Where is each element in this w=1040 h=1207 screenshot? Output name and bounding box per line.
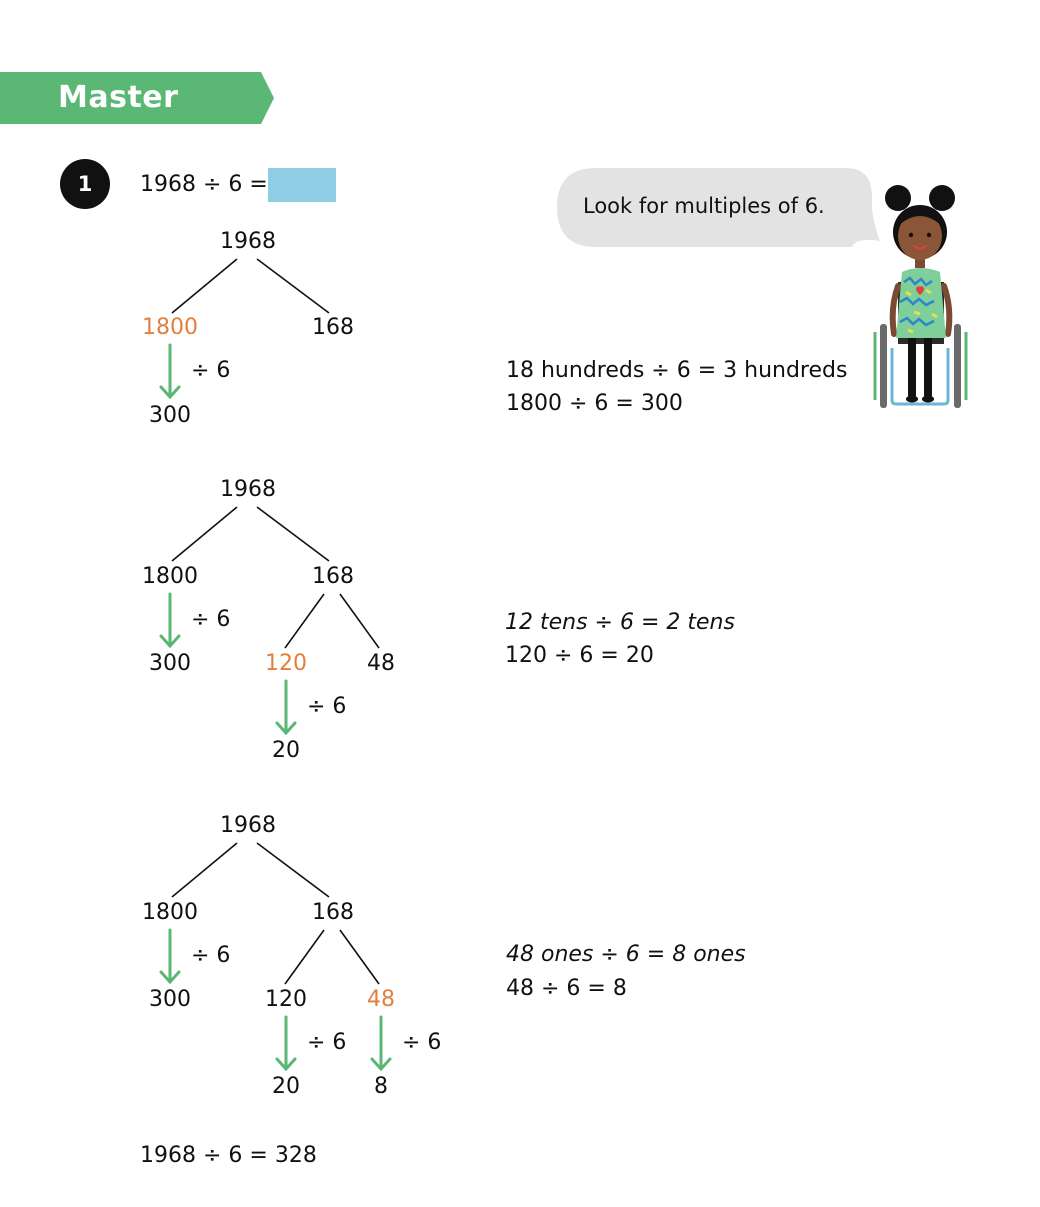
tree-right-part: 168: [312, 315, 354, 340]
question-number-badge: 1: [60, 159, 110, 209]
speech-bubble-text: Look for multiples of 6.: [583, 194, 825, 218]
tree-line: [256, 842, 330, 898]
tree-left-part: 1800: [142, 564, 198, 589]
tree-root: 1968: [220, 229, 276, 254]
divisor-label: ÷ 6: [191, 358, 231, 383]
explanation-line: 120 ÷ 6 = 20: [505, 643, 654, 668]
divisor-label: ÷ 6: [191, 607, 231, 632]
final-answer: 1968 ÷ 6 = 328: [140, 1143, 317, 1168]
tree-line: [284, 593, 325, 649]
tree-left-part: 1800: [142, 900, 198, 925]
tree-left-part: 1800: [142, 315, 198, 340]
tree-line: [171, 842, 238, 898]
division-result: 300: [149, 403, 191, 428]
tree-sub-right-part: 48: [367, 651, 395, 676]
arrowhead: [370, 1057, 392, 1072]
speech-bubble: [557, 168, 880, 247]
divisor-label: ÷ 6: [307, 1030, 347, 1055]
tree-line: [256, 258, 330, 314]
arrowhead: [159, 970, 181, 985]
explanation-line: 12 tens ÷ 6 = 2 tens: [505, 610, 735, 635]
character-illustration: [873, 185, 968, 408]
arrowhead: [159, 385, 181, 400]
question-prompt: 1968 ÷ 6 =: [140, 172, 268, 197]
divisor-label: ÷ 6: [307, 694, 347, 719]
tree-root: 1968: [220, 477, 276, 502]
tree-sub-right-part: 48: [367, 987, 395, 1012]
tree-right-part: 168: [312, 564, 354, 589]
section-banner: Master: [0, 72, 274, 124]
division-result: 20: [272, 738, 300, 763]
explanation-line: 1800 ÷ 6 = 300: [506, 391, 683, 416]
tree-line: [256, 506, 330, 562]
tree-line: [171, 506, 238, 562]
division-result: 8: [374, 1074, 388, 1099]
divisor-label: ÷ 6: [402, 1030, 442, 1055]
divisor-label: ÷ 6: [191, 943, 231, 968]
tree-line: [284, 929, 325, 985]
banner-shape: [0, 72, 274, 124]
wheel-left: [880, 324, 887, 408]
wheel-right: [954, 324, 961, 408]
division-result: 20: [272, 1074, 300, 1099]
tree-sub-left-part: 120: [265, 651, 307, 676]
division-result: 300: [149, 987, 191, 1012]
answer-box[interactable]: [268, 168, 336, 202]
arrowhead: [275, 721, 297, 736]
explanation-line: 48 ÷ 6 = 8: [506, 976, 627, 1001]
tree-sub-left-part: 120: [265, 987, 307, 1012]
banner-title: Master: [58, 80, 179, 115]
tree-line: [339, 593, 380, 649]
tree-right-part: 168: [312, 900, 354, 925]
arrowhead: [159, 634, 181, 649]
division-result: 300: [149, 651, 191, 676]
explanation-line: 18 hundreds ÷ 6 = 3 hundreds: [506, 358, 848, 383]
tree-line: [339, 929, 380, 985]
explanation-line: 48 ones ÷ 6 = 8 ones: [506, 942, 746, 967]
tree-line: [171, 258, 238, 314]
tree-root: 1968: [220, 813, 276, 838]
arrowhead: [275, 1057, 297, 1072]
